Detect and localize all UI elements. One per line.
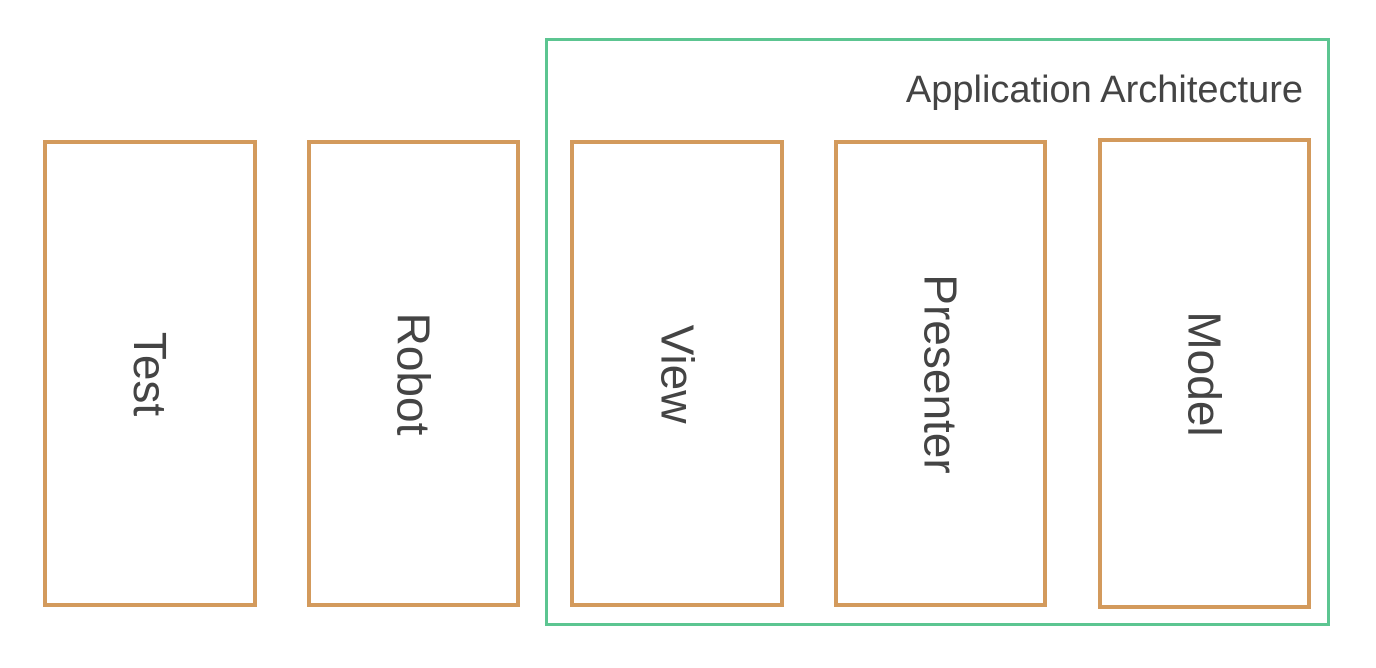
presenter-layer-box: Presenter [834, 140, 1047, 607]
model-layer-box: Model [1098, 138, 1311, 609]
view-layer-box: View [570, 140, 784, 607]
test-layer-label: Test [124, 331, 176, 416]
robot-layer-box: Robot [307, 140, 520, 607]
model-layer-label: Model [1178, 310, 1231, 437]
view-layer-label: View [651, 324, 703, 423]
test-layer-box: Test [43, 140, 257, 607]
application-architecture-title: Application Architecture [905, 69, 1303, 111]
presenter-layer-label: Presenter [914, 273, 967, 474]
robot-layer-label: Robot [387, 312, 440, 435]
application-architecture-container: Application Architecture [545, 38, 1330, 626]
